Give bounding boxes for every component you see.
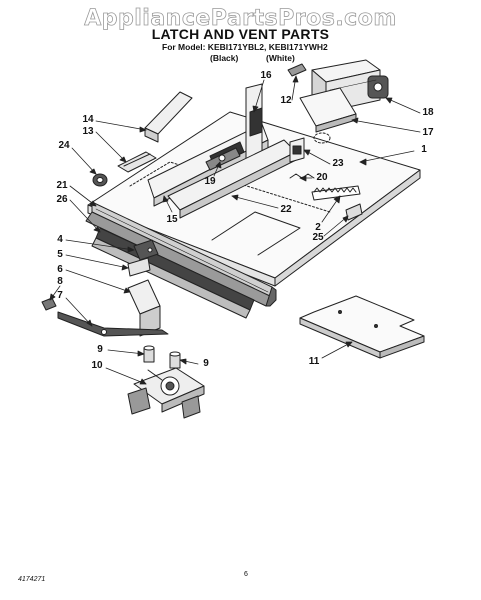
part-10-latch-mechanism	[127, 367, 205, 419]
part-17-tray	[299, 87, 357, 133]
callout-12: 12	[280, 95, 292, 106]
part-23-bracket	[289, 132, 331, 163]
callout-13: 13	[82, 126, 94, 137]
callout-11: 11	[308, 356, 320, 367]
part-9-spacer-left	[143, 345, 155, 363]
callout-2: 2	[315, 222, 321, 233]
page-number: 6	[244, 571, 248, 578]
callout-26: 26	[56, 194, 68, 205]
part-12-clip	[287, 63, 307, 77]
watermark: AppliancePartsPros.com	[84, 6, 397, 32]
callout-14: 14	[82, 114, 94, 125]
callout-15: 15	[166, 214, 178, 225]
callout-22: 22	[280, 204, 292, 215]
callout-18: 18	[422, 107, 434, 118]
part-14-bracket	[144, 91, 193, 143]
callout-21: 21	[56, 180, 68, 191]
callout-19: 19	[204, 176, 216, 187]
model-line: For Model: KEBI171YBL2, KEBI171YWH2	[162, 42, 328, 52]
part-4-switch	[133, 239, 159, 261]
part-16-vent-frame	[245, 83, 263, 167]
callout-24: 24	[58, 140, 70, 151]
part-19-bracket	[205, 147, 241, 171]
part-13-plate	[117, 151, 157, 173]
callout-9-right: 9	[203, 358, 209, 369]
callout-16: 16	[260, 70, 272, 81]
part-2-gear-rack	[311, 185, 361, 201]
callout-20: 20	[316, 172, 328, 183]
callout-1: 1	[421, 144, 427, 155]
callout-8: 8	[57, 276, 63, 287]
part-8-clip	[41, 297, 57, 311]
callout-17: 17	[422, 127, 434, 138]
leader-lines	[49, 75, 421, 385]
part-6-latch-bracket	[127, 279, 161, 337]
callout-23: 23	[332, 158, 344, 169]
callout-7: 7	[57, 290, 63, 301]
diagram-title: LATCH AND VENT PARTS	[151, 26, 330, 42]
variant-black: (Black)	[210, 53, 239, 63]
variant-white: (White)	[266, 53, 295, 63]
part-11-plate	[299, 295, 425, 359]
part-24-grommet	[92, 173, 108, 187]
part-21-front-rail	[85, 201, 277, 307]
callout-9-left: 9	[97, 344, 103, 355]
callout-6: 6	[57, 264, 63, 275]
part-5-switch-body	[127, 257, 151, 277]
callout-5: 5	[57, 249, 63, 260]
part-7-latch-arm	[57, 311, 169, 337]
callout-4: 4	[57, 234, 63, 245]
callout-10: 10	[91, 360, 103, 371]
callout-25: 25	[312, 232, 324, 243]
document-code: 4174271	[18, 576, 46, 583]
part-9-spacer-right	[169, 351, 181, 369]
